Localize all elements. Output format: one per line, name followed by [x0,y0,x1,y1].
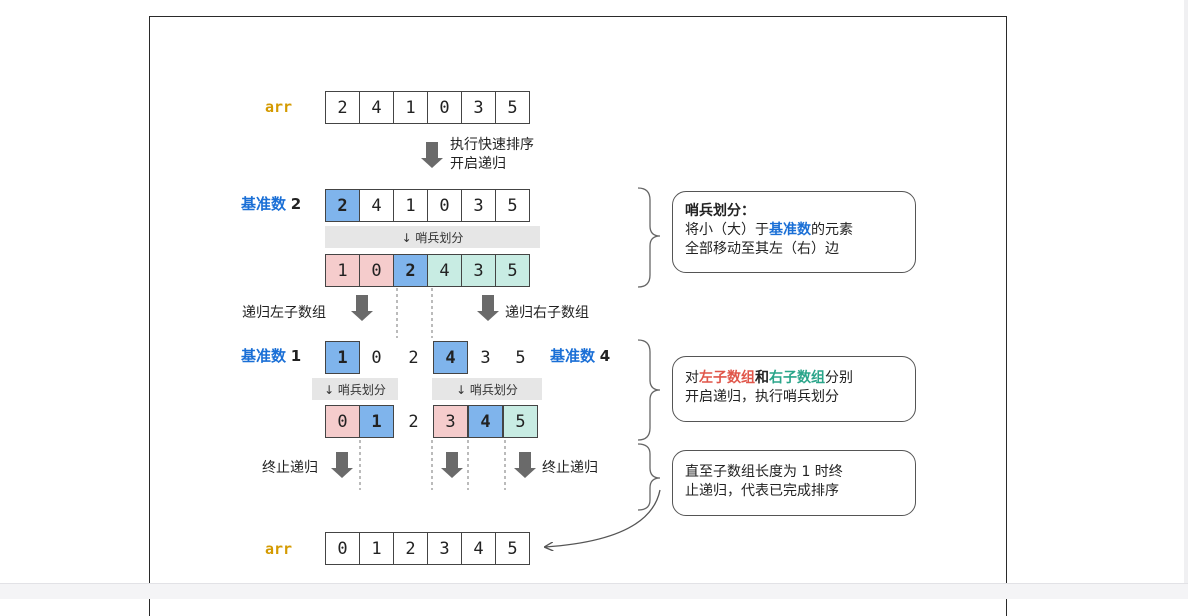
array-cell: 3 [427,532,462,565]
note-line: 对左子数组和右子数组分别 [685,369,903,388]
down-arrows [331,142,536,478]
note-title: 哨兵划分： [685,203,755,219]
middle-value: 2 [408,411,419,432]
array-cell: 0 [427,189,462,222]
bottom-scroll-strip [0,583,1188,599]
recurse-left-label: 递归左子数组 [242,305,326,321]
array-cell-pivot: 4 [433,341,468,374]
partition-band-main: ↓ 哨兵划分 [325,226,540,248]
diagram-lines [331,142,661,598]
recurse-right-label: 递归右子数组 [505,305,589,321]
array-cell-right: 5 [495,254,530,287]
down-arrow-stop-right [514,452,536,478]
note-text: 的元素 [811,222,853,238]
stop-left-label: 终止递归 [262,460,318,476]
brace-2 [637,339,661,441]
array-cell: 3 [480,347,491,368]
array-cell-pivot: 1 [359,405,394,438]
down-arrow-right [477,295,499,321]
arr-label-bottom: arr [265,540,293,558]
array-cell: 2 [393,532,428,565]
array-cell: 2 [325,91,360,124]
note-highlight-left: 左子数组 [699,370,755,386]
note-line: 直至子数组长度为 1 时终 [685,464,843,480]
array-cell-left: 3 [433,405,468,438]
partition-band-right: ↓ 哨兵划分 [432,378,542,400]
note-partition: 哨兵划分： 将小（大）于基准数的元素 全部移动至其左（右）边 [672,191,916,273]
stop-right-label: 终止递归 [542,460,598,476]
array-cell: 4 [359,91,394,124]
array-cell: 1 [393,189,428,222]
dashed-guides [359,288,506,490]
note-highlight-right: 右子数组 [769,370,825,386]
note-recursion: 对左子数组和右子数组分别 开启递归，执行哨兵划分 [672,356,916,422]
array-cell: 0 [371,347,382,368]
down-arrow-stop-mid [441,452,463,478]
pivot-word: 基准数 [241,347,287,365]
note-text: 分别 [825,370,853,386]
pivot-value: 4 [599,347,611,365]
pivot-word: 基准数 [241,195,287,213]
page-edge [1184,0,1188,583]
pivot1-label: 基准数 2 [241,196,301,212]
down-arrow-stop-left [331,452,353,478]
array-cell: 0 [427,91,462,124]
note-text: 和 [755,370,769,386]
array-cell-pivot: 1 [325,341,360,374]
pivot-right-label: 基准数 4 [550,348,610,364]
array-cell-right: 3 [461,254,496,287]
brace-3 [637,443,661,511]
array-cell: 3 [461,91,496,124]
note-line: 将小（大）于基准数的元素 [685,221,903,240]
array-cell: 5 [495,91,530,124]
pivot-left-label: 基准数 1 [241,348,301,364]
down-arrow-step1 [421,142,443,168]
array-cell: 3 [461,189,496,222]
partition-band-left: ↓ 哨兵划分 [312,378,398,400]
step1-line2: 开启递归 [450,156,506,172]
array-cell: 4 [359,189,394,222]
array-cell-pivot: 2 [393,254,428,287]
note-termination: 直至子数组长度为 1 时终 止递归，代表已完成排序 [672,450,916,516]
array-cell-left: 1 [325,254,360,287]
note-line: 止递归，代表已完成排序 [685,483,839,499]
array-cell: 4 [461,532,496,565]
note-text: 将小（大）于 [685,222,769,238]
middle-value: 2 [408,347,419,368]
array-cell-pivot: 2 [325,189,360,222]
pivot-word: 基准数 [550,347,596,365]
array-cell-left: 0 [359,254,394,287]
step1-line1: 执行快速排序 [450,137,534,153]
arr-label-top: arr [265,98,293,116]
array-cell-pivot: 4 [468,405,503,438]
down-arrow-left [351,295,373,321]
array-cell: 5 [515,347,526,368]
brace-1 [637,187,661,288]
array-cell: 1 [359,532,394,565]
array-cell-right: 4 [427,254,462,287]
array-cell: 5 [495,532,530,565]
note-text: 对 [685,370,699,386]
array-cell: 5 [495,189,530,222]
pivot-value: 1 [290,347,302,365]
final-arrow [545,489,661,547]
array-cell-left: 0 [325,405,360,438]
array-cell: 1 [393,91,428,124]
note-line: 全部移动至其左（右）边 [685,241,839,257]
note-line: 开启递归，执行哨兵划分 [685,389,839,405]
note-highlight: 基准数 [769,222,811,238]
diagram-frame [149,16,1007,616]
array-cell-right: 5 [503,405,538,438]
pivot-value: 2 [290,195,302,213]
array-cell: 0 [325,532,360,565]
